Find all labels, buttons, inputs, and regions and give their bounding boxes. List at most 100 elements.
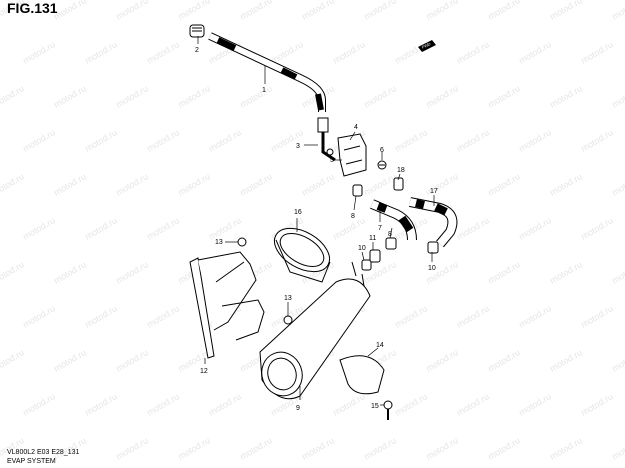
watermark-text: motod.ru <box>517 303 553 329</box>
callout-5: 5 <box>330 157 334 164</box>
watermark-text: motod.ru <box>0 171 26 197</box>
watermark-text: motod.ru <box>207 127 243 153</box>
clamp-part-10a <box>361 259 372 271</box>
fitting-part-3 <box>317 117 336 162</box>
svg-text:FWD: FWD <box>421 41 431 49</box>
watermark-text: motod.ru <box>238 0 274 22</box>
watermark-text: motod.ru <box>207 391 243 417</box>
watermark-text: motod.ru <box>176 171 212 197</box>
watermark-text: motod.ru <box>486 259 522 285</box>
watermark-text: motod.ru <box>579 215 615 241</box>
watermark-text: motod.ru <box>114 347 150 373</box>
watermark-text: motod.ru <box>145 303 181 329</box>
watermark-text: motod.ru <box>455 127 491 153</box>
fwd-arrow-icon: FWD <box>418 40 436 52</box>
watermark-text: motod.ru <box>424 259 460 285</box>
watermark-text: motod.ru <box>548 435 584 461</box>
watermark-text: motod.ru <box>114 259 150 285</box>
watermark-text: motod.ru <box>517 127 553 153</box>
callout-11: 11 <box>369 235 376 242</box>
watermark-text: motod.ru <box>610 171 625 197</box>
watermark-text: motod.ru <box>517 215 553 241</box>
watermark-text: motod.ru <box>455 39 491 65</box>
watermark-text: motod.ru <box>331 391 367 417</box>
watermark-text: motod.ru <box>610 83 625 109</box>
watermark-text: motod.ru <box>486 347 522 373</box>
watermark-text: motod.ru <box>52 171 88 197</box>
clamp-part-18 <box>393 177 404 191</box>
bolt-part-15 <box>383 400 393 420</box>
watermark-text: motod.ru <box>548 259 584 285</box>
watermark-text: motod.ru <box>145 127 181 153</box>
cap-part-11 <box>369 249 381 263</box>
clamp-part-8b <box>385 237 397 250</box>
watermark-text: motod.ru <box>579 39 615 65</box>
cover-part-16 <box>274 227 331 283</box>
bolt-part-13b <box>283 315 293 325</box>
watermark-text: motod.ru <box>455 391 491 417</box>
watermark-text: motod.ru <box>21 39 57 65</box>
watermark-text: motod.ru <box>114 0 150 22</box>
callout-6: 6 <box>380 147 384 154</box>
watermark-text: motod.ru <box>548 0 584 22</box>
watermark-text: motod.ru <box>300 171 336 197</box>
watermark-text: motod.ru <box>176 83 212 109</box>
clamp-part-2 <box>189 24 205 38</box>
watermark-text: motod.ru <box>362 171 398 197</box>
watermark-text: motod.ru <box>517 391 553 417</box>
watermark-text: motod.ru <box>393 127 429 153</box>
callout-8-lower: 8 <box>388 231 392 238</box>
watermark-text: motod.ru <box>21 391 57 417</box>
hose-part-17 <box>409 197 458 248</box>
watermark-text: motod.ru <box>486 435 522 461</box>
watermark-text: motod.ru <box>424 83 460 109</box>
watermark-text: motod.ru <box>83 303 119 329</box>
callout-1: 1 <box>262 87 266 94</box>
watermark-text: motod.ru <box>207 215 243 241</box>
watermark-text: motod.ru <box>83 215 119 241</box>
watermark-text: motod.ru <box>455 215 491 241</box>
watermark-text: motod.ru <box>52 347 88 373</box>
watermark-text: motod.ru <box>300 435 336 461</box>
watermark-text: motod.ru <box>176 0 212 22</box>
callout-15: 15 <box>371 403 379 410</box>
watermark-text: motod.ru <box>145 39 181 65</box>
watermark-text: motod.ru <box>145 391 181 417</box>
watermark-text: motod.ru <box>362 83 398 109</box>
watermark-text: motod.ru <box>579 303 615 329</box>
watermark-text: motod.ru <box>83 127 119 153</box>
watermark-text: motod.ru <box>300 0 336 22</box>
watermark-text: motod.ru <box>610 0 625 22</box>
watermark-text: motod.ru <box>52 259 88 285</box>
hose-part-7 <box>370 199 417 241</box>
watermark-text: motod.ru <box>579 391 615 417</box>
bracket-part-12 <box>189 251 265 359</box>
callout-14: 14 <box>376 342 384 349</box>
watermark-text: motod.ru <box>424 435 460 461</box>
watermark-text: motod.ru <box>21 215 57 241</box>
callout-10-right: 10 <box>428 265 436 272</box>
callout-16: 16 <box>294 209 302 216</box>
callout-labels: 1 2 3 4 5 6 7 8 8 9 10 10 11 12 13 13 14… <box>195 47 438 412</box>
watermark-text: motod.ru <box>176 435 212 461</box>
watermark-text: motod.ru <box>548 171 584 197</box>
callout-18: 18 <box>397 167 405 174</box>
callout-13-lower: 13 <box>284 295 292 302</box>
watermark-text: motod.ru <box>610 347 625 373</box>
watermark-text: motod.ru <box>83 391 119 417</box>
section-title: EVAP SYSTEM <box>7 458 56 465</box>
watermark-text: motod.ru <box>486 171 522 197</box>
watermark-text: motod.ru <box>579 127 615 153</box>
watermark-text: motod.ru <box>114 171 150 197</box>
watermark-text: motod.ru <box>610 259 625 285</box>
bolt-part-13a <box>237 237 247 247</box>
callout-7: 7 <box>378 225 382 232</box>
watermark-text: motod.ru <box>548 83 584 109</box>
watermark-text: motod.ru <box>455 303 491 329</box>
watermark-text: motod.ru <box>21 303 57 329</box>
bracket-part-4 <box>337 133 367 177</box>
watermark-text: motod.ru <box>331 215 367 241</box>
watermark-text: motod.ru <box>362 0 398 22</box>
watermark-text: motod.ru <box>362 435 398 461</box>
bolt-part-6 <box>377 160 387 170</box>
